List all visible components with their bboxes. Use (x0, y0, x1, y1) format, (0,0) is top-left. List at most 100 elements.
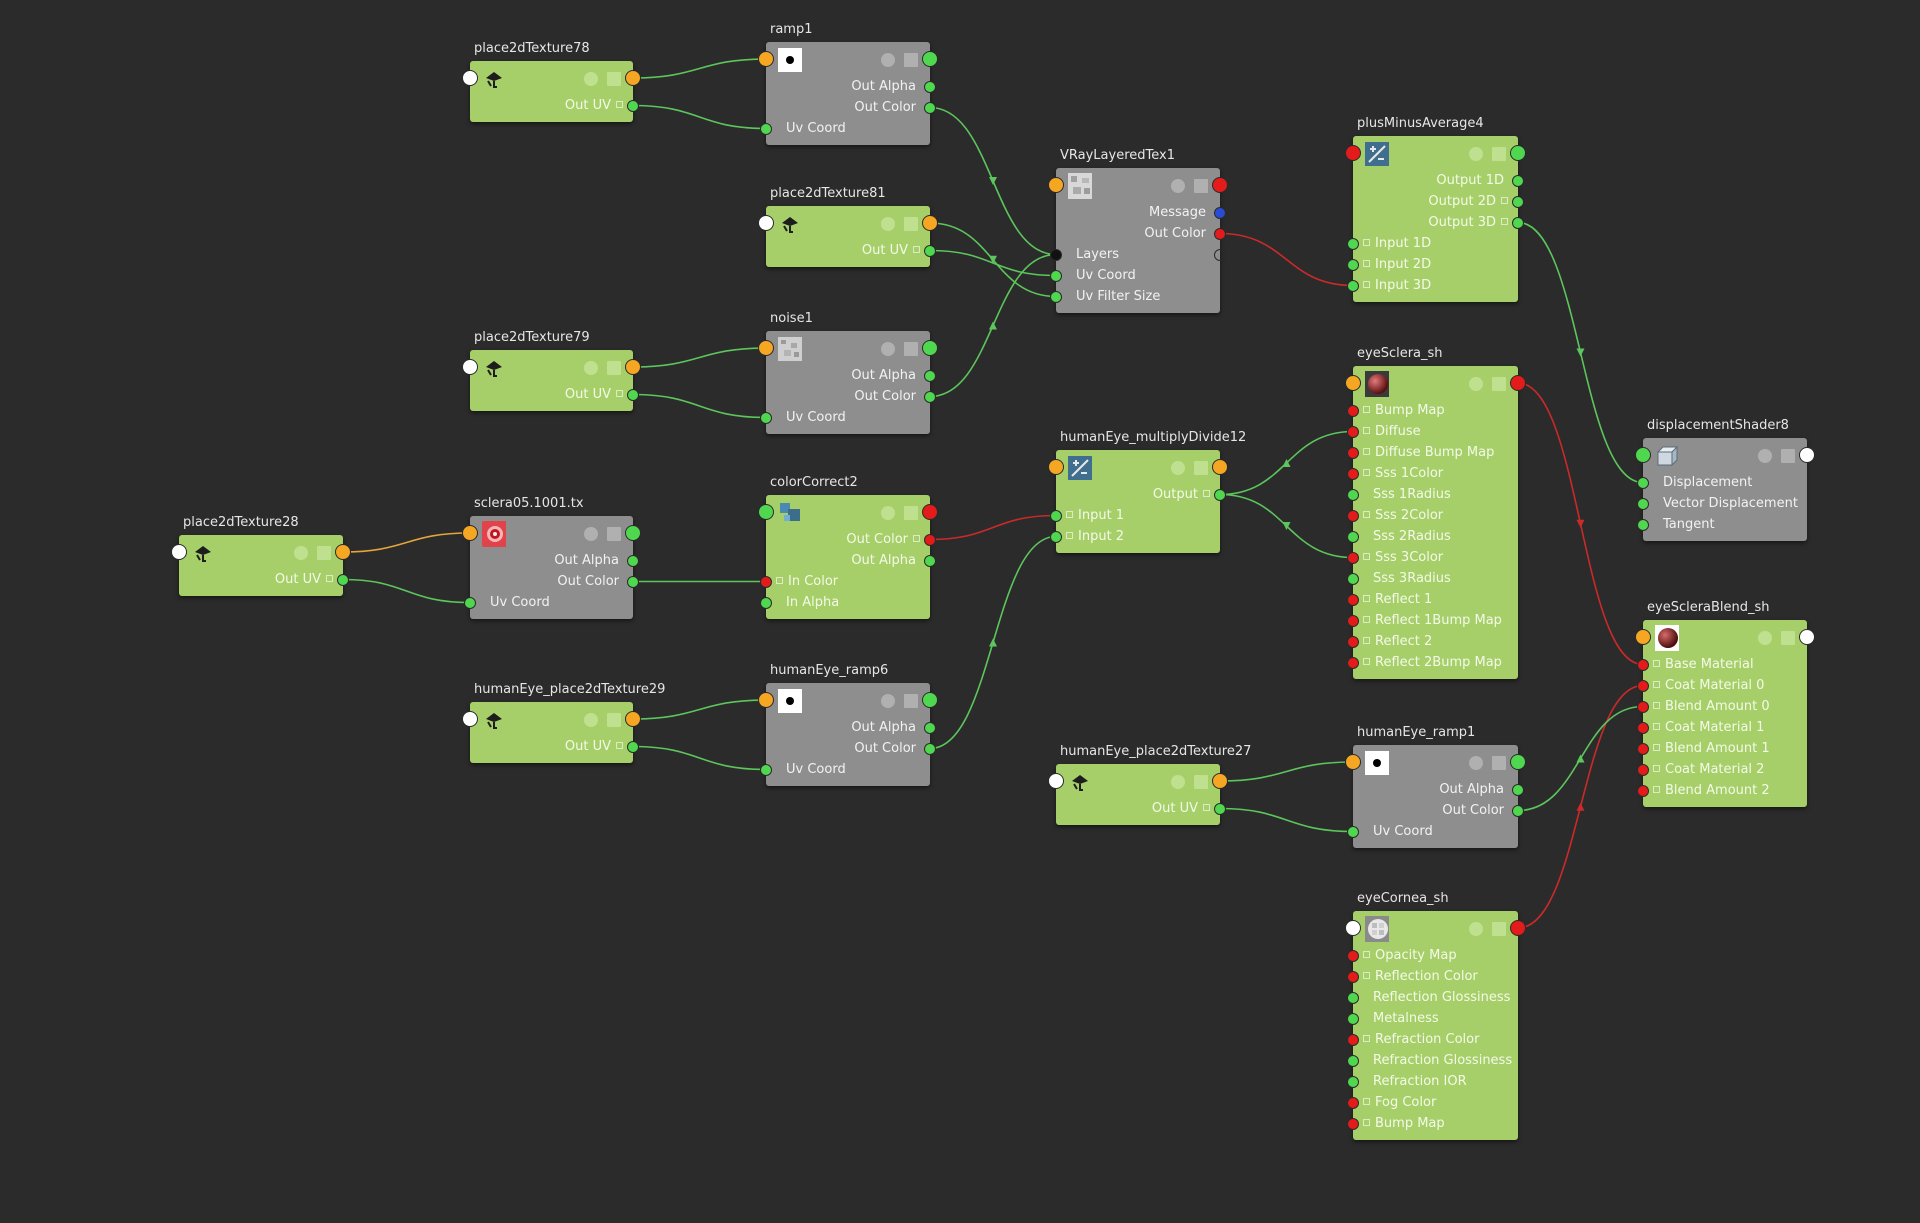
node-attribute-menu-icon[interactable] (1781, 449, 1795, 463)
connection-wire[interactable] (929, 514, 1057, 541)
input-port-input-3d[interactable] (1347, 279, 1359, 292)
output-port-out-uv[interactable] (627, 99, 639, 112)
node-attribute-menu-icon[interactable] (317, 546, 331, 560)
node-attribute-menu-icon[interactable] (904, 217, 918, 231)
attribute-row-out-alpha[interactable]: Out Alpha (1353, 779, 1518, 800)
attribute-row-coat-material-2[interactable]: Coat Material 2 (1643, 759, 1807, 780)
node-attribute-menu-icon[interactable] (904, 506, 918, 520)
attribute-row-coat-material-1[interactable]: Coat Material 1 (1643, 717, 1807, 738)
attribute-row-uv-coord[interactable]: Uv Coord (1056, 265, 1220, 286)
output-port-out-color[interactable] (1214, 227, 1226, 240)
node-body[interactable]: Out UV (758, 206, 938, 267)
input-port-reflect-1[interactable] (1347, 593, 1359, 606)
attribute-row-in-alpha[interactable]: In Alpha (766, 592, 930, 613)
node-output-port[interactable] (625, 711, 641, 727)
input-port-reflect-1bump-map[interactable] (1347, 614, 1359, 627)
attribute-row-input-1[interactable]: Input 1 (1056, 505, 1220, 526)
node-attribute-menu-icon[interactable] (607, 527, 621, 541)
node-attribute-menu-icon[interactable] (1194, 179, 1208, 193)
node-input-port[interactable] (1635, 629, 1651, 645)
attribute-row-diffuse[interactable]: Diffuse (1353, 421, 1518, 442)
attribute-row-reflect-2bump-map[interactable]: Reflect 2Bump Map (1353, 652, 1518, 673)
attribute-row-blend-amount-2[interactable]: Blend Amount 2 (1643, 780, 1807, 801)
input-port-in-color[interactable] (760, 575, 772, 588)
input-port-input-2[interactable] (1050, 530, 1062, 543)
output-port-out-color[interactable] (924, 742, 936, 755)
input-port-in-alpha[interactable] (760, 596, 772, 609)
output-port-out-color[interactable] (1512, 804, 1524, 817)
node-attribute-menu-icon[interactable] (904, 694, 918, 708)
output-port-out-alpha[interactable] (1512, 783, 1524, 796)
output-port-output-2d[interactable] (1512, 195, 1524, 208)
node-swatch-toggle-icon[interactable] (881, 694, 895, 708)
input-port-bump-map[interactable] (1347, 1117, 1359, 1130)
input-port-base-material[interactable] (1637, 658, 1649, 671)
input-port-sss-3color[interactable] (1347, 551, 1359, 564)
node-attribute-menu-icon[interactable] (1194, 461, 1208, 475)
node-output-port[interactable] (625, 525, 641, 541)
node-output-port[interactable] (1510, 145, 1526, 161)
node-body[interactable]: Out UV (462, 702, 641, 763)
connection-wire[interactable] (1219, 232, 1354, 287)
node-swatch-toggle-icon[interactable] (1171, 775, 1185, 789)
node-header[interactable] (1353, 366, 1518, 400)
node-input-port[interactable] (1345, 754, 1361, 770)
input-port-coat-material-0[interactable] (1637, 679, 1649, 692)
attribute-row-uv-coord[interactable]: Uv Coord (470, 592, 633, 613)
connection-wire[interactable] (632, 347, 767, 368)
attribute-row-base-material[interactable]: Base Material (1643, 654, 1807, 675)
output-port-out-color[interactable] (924, 390, 936, 403)
node-header[interactable] (1056, 168, 1220, 202)
connection-wire[interactable] (632, 104, 767, 130)
node-attribute-menu-icon[interactable] (1492, 377, 1506, 391)
connection-wire[interactable] (1219, 761, 1354, 782)
node-header[interactable] (1353, 745, 1518, 779)
node-input-port[interactable] (1048, 177, 1064, 193)
input-port-displacement[interactable] (1637, 476, 1649, 489)
node-header[interactable] (766, 206, 930, 240)
attribute-row-layers[interactable]: Layers (1056, 244, 1220, 265)
node-output-port[interactable] (1510, 920, 1526, 936)
node-body[interactable]: Out UV (1048, 764, 1228, 825)
attribute-row-diffuse-bump-map[interactable]: Diffuse Bump Map (1353, 442, 1518, 463)
node-swatch-toggle-icon[interactable] (294, 546, 308, 560)
node-input-port[interactable] (758, 504, 774, 520)
node-swatch-toggle-icon[interactable] (1758, 631, 1772, 645)
attribute-row-bump-map[interactable]: Bump Map (1353, 400, 1518, 421)
output-port-out-uv[interactable] (1214, 802, 1226, 815)
input-port-uv-coord[interactable] (760, 411, 772, 424)
output-port-out-uv[interactable] (627, 388, 639, 401)
connection-wire[interactable] (342, 532, 471, 553)
attribute-row-coat-material-0[interactable]: Coat Material 0 (1643, 675, 1807, 696)
node-header[interactable] (1643, 620, 1807, 654)
node-swatch-toggle-icon[interactable] (881, 217, 895, 231)
attribute-row-output[interactable]: Output (1056, 484, 1220, 505)
output-port-out-alpha[interactable] (924, 80, 936, 93)
attribute-row-reflection-color[interactable]: Reflection Color (1353, 966, 1518, 987)
node-input-port[interactable] (758, 340, 774, 356)
node-input-port[interactable] (462, 70, 478, 86)
attribute-row-refraction-glossiness[interactable]: Refraction Glossiness (1353, 1050, 1518, 1071)
node-body[interactable]: Out UV (171, 535, 351, 596)
node-output-port[interactable] (922, 692, 938, 708)
attribute-row-tangent[interactable]: Tangent (1643, 514, 1807, 535)
node-body[interactable]: Out UV (462, 350, 641, 411)
input-port-refraction-color[interactable] (1347, 1033, 1359, 1046)
node-swatch-toggle-icon[interactable] (1469, 922, 1483, 936)
node-output-port[interactable] (625, 70, 641, 86)
node-header[interactable] (1353, 136, 1518, 170)
node-swatch-toggle-icon[interactable] (881, 342, 895, 356)
node-header[interactable] (470, 702, 633, 736)
input-port-uv-filter-size[interactable] (1050, 290, 1062, 303)
